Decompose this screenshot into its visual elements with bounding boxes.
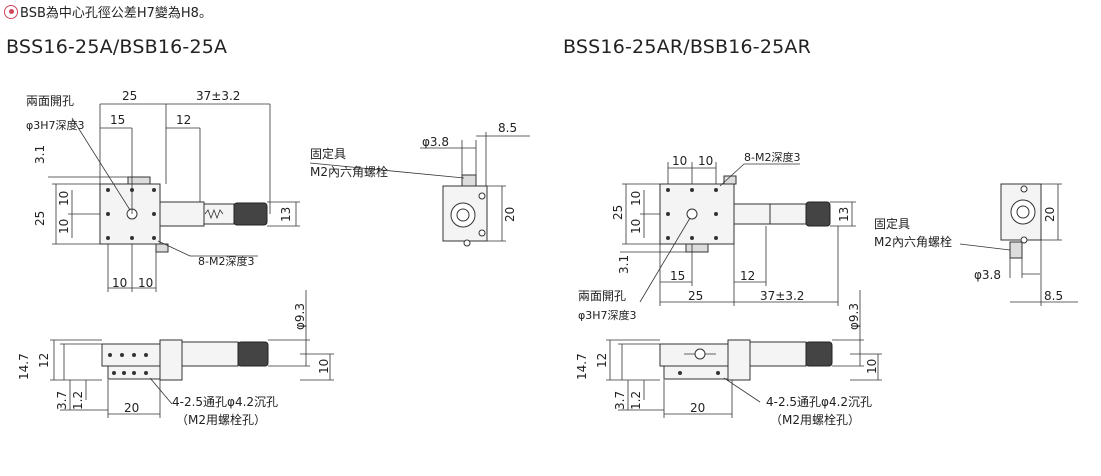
- right-label-hex-bolt: M2內六角螺栓: [874, 234, 952, 249]
- left-dim-37: 37±3.2: [196, 89, 240, 103]
- right-top-view: [620, 162, 856, 306]
- left-label-both-open-hole: 兩面開孔: [26, 94, 74, 108]
- left-dim-10a: 10: [57, 191, 71, 206]
- left-label-hex-bolt: M2內六角螺栓: [310, 164, 388, 179]
- right-dim-3-7: 3.7: [613, 391, 627, 410]
- right-side-body: [659, 343, 729, 367]
- left-m2-holes: [106, 188, 156, 240]
- right-dim-8-5: 8.5: [1044, 289, 1063, 303]
- left-micrometer-spring: [204, 208, 224, 220]
- left-label-bolt-hole: （M2用螺栓孔）: [176, 412, 266, 427]
- left-dim-3-7: 3.7: [55, 391, 69, 410]
- right-label-h7-depth: φ3H7深度3: [578, 308, 637, 322]
- right-dim-1-2: 1.2: [629, 391, 643, 410]
- tolerance-note: BSB為中心孔徑公差H7變為H8。: [4, 2, 212, 21]
- right-end-view: [959, 183, 1078, 306]
- left-dim-1-2: 1.2: [71, 391, 85, 410]
- right-model-title: BSS16-25AR/BSB16-25AR: [563, 36, 812, 58]
- right-end-fixing: [1009, 241, 1023, 259]
- right-side-view: [606, 290, 882, 418]
- left-label-h7-depth: φ3H7深度3: [26, 118, 85, 132]
- left-dim-14-7: 14.7: [17, 353, 31, 380]
- right-dim-20-bot: 20: [690, 401, 705, 415]
- right-label-both-open-hole: 兩面開孔: [578, 289, 626, 303]
- left-label-thru-hole: 4-2.5通孔φ4.2沉孔: [172, 395, 278, 409]
- left-dim-25: 25: [122, 89, 137, 103]
- right-dim-12: 12: [740, 269, 755, 283]
- left-top-view: [48, 103, 300, 292]
- right-label-thru-hole: 4-2.5通孔φ4.2沉孔: [766, 395, 872, 409]
- left-end-bore-inner: [456, 208, 470, 222]
- right-dim-10-side: 10: [865, 359, 879, 374]
- left-end-fixing: [461, 174, 477, 187]
- heart-bullet-icon: [4, 4, 18, 19]
- left-dim-12-side: 12: [37, 353, 51, 368]
- tolerance-note-text: BSB為中心孔徑公差H7變為H8。: [20, 6, 212, 21]
- left-dim-phi38: φ3.8: [422, 135, 449, 149]
- right-side-base: [663, 365, 733, 380]
- right-dim-10b: 10: [698, 154, 713, 168]
- right-side-bracket: [727, 339, 751, 381]
- left-dim-13: 13: [279, 207, 293, 222]
- right-m2-holes: [666, 188, 718, 240]
- right-stage-tab: [685, 243, 709, 253]
- left-label-m2-depth: 8-M2深度3: [198, 254, 254, 268]
- right-dim-25-bot: 25: [688, 289, 703, 303]
- right-dim-3-1: 3.1: [617, 255, 631, 274]
- right-dim-25-side: 25: [611, 205, 625, 220]
- right-label-bolt-hole: （M2用螺栓孔）: [770, 412, 860, 427]
- right-dim-15: 15: [670, 269, 685, 283]
- left-dim-10-bot2: 10: [138, 276, 153, 290]
- left-side-thimble: [237, 341, 269, 367]
- right-micrometer-sleeve: [769, 203, 807, 225]
- right-center-hole: [686, 208, 698, 220]
- left-dim-25-side: 25: [33, 211, 47, 226]
- left-dim-3-1: 3.1: [33, 145, 47, 164]
- left-side-micrometer: [181, 341, 239, 367]
- right-dim-20: 20: [1043, 207, 1057, 222]
- left-end-view: [309, 132, 530, 247]
- right-side-micrometer: [749, 341, 807, 367]
- left-side-bracket: [159, 339, 183, 381]
- left-dim-10-side: 10: [317, 359, 331, 374]
- right-dim-37: 37±3.2: [760, 289, 804, 303]
- left-dim-8-5: 8.5: [498, 121, 517, 135]
- right-micrometer-thimble: [805, 201, 831, 227]
- right-dim-10d: 10: [629, 219, 643, 234]
- right-label-m2-depth: 8-M2深度3: [744, 150, 800, 164]
- right-dim-10a: 10: [672, 154, 687, 168]
- left-dim-12: 12: [176, 113, 191, 127]
- left-model-title: BSS16-25A/BSB16-25A: [6, 36, 228, 58]
- right-dim-phi93: φ9.3: [847, 303, 861, 330]
- right-dim-12-side: 12: [595, 353, 609, 368]
- right-end-bore-inner: [1016, 205, 1030, 219]
- left-label-fixing: 固定具: [310, 146, 346, 161]
- left-dim-20-bot: 20: [124, 401, 139, 415]
- left-micrometer-body: [159, 201, 205, 227]
- left-micrometer-sleeve: [203, 203, 235, 225]
- right-label-fixing: 固定具: [874, 216, 910, 231]
- right-dim-10c: 10: [629, 191, 643, 206]
- left-dim-15: 15: [110, 113, 125, 127]
- left-micrometer-thimble: [233, 202, 268, 226]
- right-dim-14-7: 14.7: [575, 353, 589, 380]
- right-side-thimble: [805, 341, 833, 367]
- left-dim-10b: 10: [57, 219, 71, 234]
- left-dim-20: 20: [503, 207, 517, 222]
- left-top-dim-lines: [48, 103, 300, 292]
- right-dim-phi38: φ3.8: [974, 268, 1001, 282]
- right-micrometer-body: [733, 203, 771, 225]
- right-dim-13: 13: [837, 207, 851, 222]
- right-stage-clamp: [723, 175, 737, 185]
- left-dim-phi93: φ9.3: [293, 303, 307, 330]
- left-stage-tab: [127, 176, 151, 185]
- left-dim-10-bot1: 10: [112, 276, 127, 290]
- left-side-view: [50, 290, 334, 418]
